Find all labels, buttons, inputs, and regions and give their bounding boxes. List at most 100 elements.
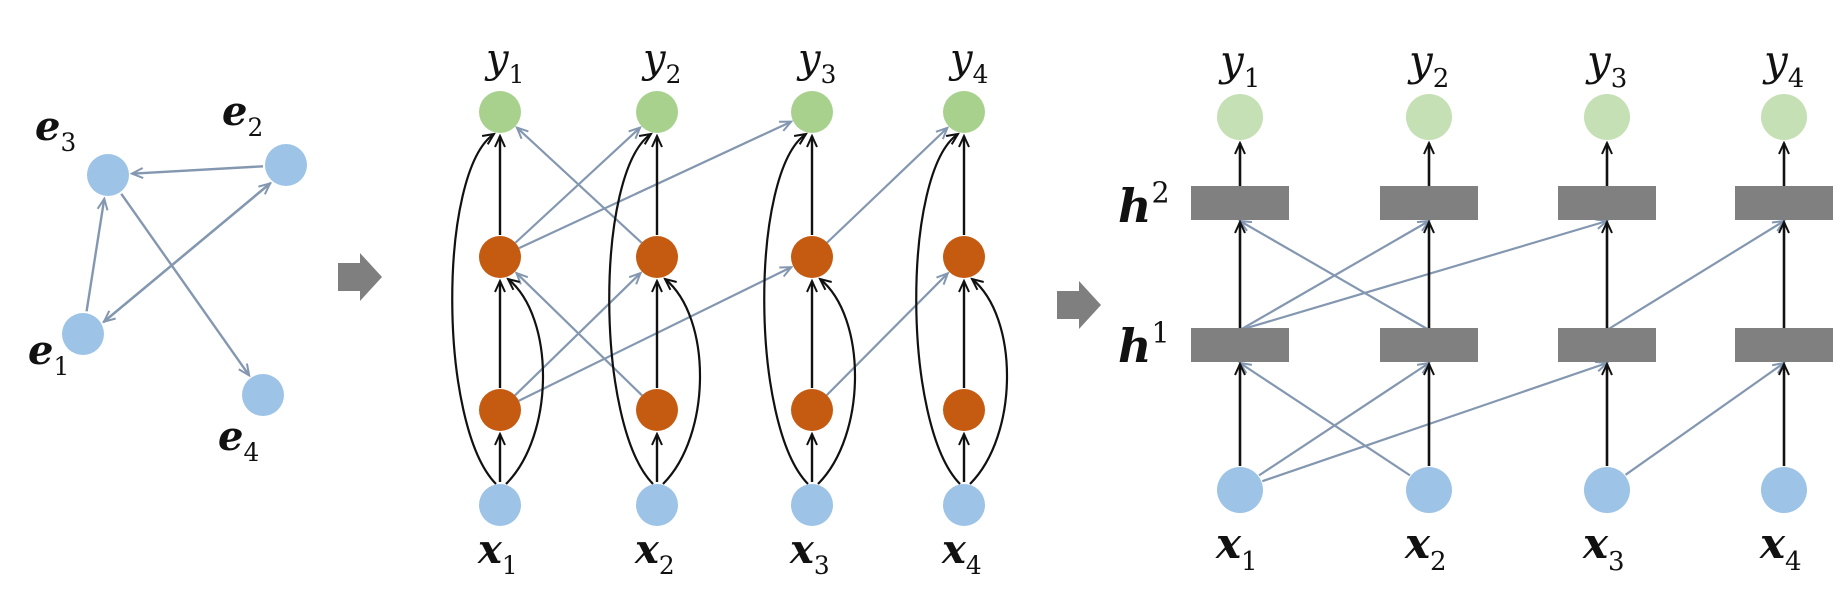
- hidden-layer-block: [1735, 328, 1833, 362]
- input-label: x3: [1582, 519, 1625, 577]
- graph-edge: [132, 165, 264, 173]
- dependency-edge: [517, 128, 643, 244]
- flow-arrow-shape: [1057, 281, 1101, 329]
- dependency-edge: [826, 128, 947, 244]
- skip-edge: [763, 134, 809, 485]
- hidden-node: [479, 236, 521, 278]
- input-label-base: x: [789, 526, 815, 573]
- skip-edge: [915, 134, 961, 485]
- input-label: x3: [789, 526, 830, 580]
- output-label-base: y: [1218, 36, 1245, 85]
- dependency-edge: [826, 273, 948, 396]
- hidden-node: [943, 389, 985, 431]
- input-label-subscript: 1: [502, 551, 518, 580]
- output-label-subscript: 1: [509, 60, 525, 89]
- graph-edge: [102, 183, 270, 324]
- hidden-layer-block: [1735, 186, 1833, 220]
- graph-node-e2: [265, 144, 307, 186]
- graph-node-label: e3: [35, 103, 76, 157]
- hidden-node: [791, 236, 833, 278]
- graph-node-e4: [242, 374, 284, 416]
- output-label-subscript: 3: [1611, 64, 1628, 94]
- output-node: [1406, 94, 1452, 140]
- hidden-node: [791, 389, 833, 431]
- input-label-base: x: [1404, 519, 1431, 568]
- flow-arrow-icon: [1057, 281, 1101, 329]
- output-label: y3: [1585, 36, 1627, 94]
- graph-node-label: e2: [222, 88, 263, 142]
- graph-node-e3: [87, 154, 129, 196]
- layer-label-h2-superscript: 2: [1151, 177, 1169, 210]
- graph-node-label-base: e: [222, 88, 247, 135]
- input-label-subscript: 4: [966, 551, 982, 580]
- input-label-base: x: [1215, 519, 1242, 568]
- dependency-edge: [1261, 363, 1607, 483]
- dependency-edge: [516, 273, 643, 397]
- input-label-base: x: [1582, 519, 1609, 568]
- output-label-subscript: 4: [1788, 64, 1805, 94]
- input-label-base: x: [634, 526, 660, 573]
- input-label: x1: [477, 526, 518, 580]
- input-label: x2: [634, 526, 675, 580]
- input-label-subscript: 1: [1241, 547, 1258, 577]
- input-label: x1: [1215, 519, 1258, 577]
- output-node: [636, 91, 678, 133]
- input-node: [479, 484, 521, 526]
- layer-label-h1: h1: [1118, 317, 1170, 373]
- output-label: y4: [948, 36, 988, 89]
- skip-edge: [451, 134, 497, 485]
- output-node: [943, 91, 985, 133]
- output-label-base: y: [1762, 36, 1789, 85]
- output-label-subscript: 4: [973, 60, 989, 89]
- dependency-edge: [1240, 221, 1430, 331]
- input-label-base: x: [1759, 519, 1786, 568]
- skip-edge: [817, 279, 857, 485]
- dependency-edge: [1606, 221, 1784, 331]
- hidden-layer-block: [1191, 328, 1289, 362]
- output-node: [791, 91, 833, 133]
- graph-node-label-base: e: [35, 103, 60, 150]
- dependency-edge: [518, 267, 791, 402]
- hidden-layer-block: [1558, 186, 1656, 220]
- input-label-subscript: 4: [1785, 547, 1802, 577]
- flow-arrow-shape: [338, 253, 382, 301]
- graph-edge: [120, 193, 249, 376]
- dependency-edge: [1624, 363, 1784, 476]
- graph-node-label: e1: [28, 327, 69, 381]
- input-label-subscript: 2: [1430, 547, 1447, 577]
- layer-label-h1-superscript: 1: [1151, 317, 1169, 350]
- hidden-layer-block: [1558, 328, 1656, 362]
- hidden-node: [636, 389, 678, 431]
- dependency-edge: [1239, 221, 1607, 332]
- skip-edge: [662, 279, 702, 485]
- output-label-subscript: 3: [821, 60, 837, 89]
- dependency-edge: [1240, 363, 1411, 477]
- dependency-edge: [518, 122, 791, 250]
- output-label: y2: [641, 36, 681, 89]
- input-label-subscript: 2: [659, 551, 675, 580]
- input-node: [791, 484, 833, 526]
- input-node: [1761, 467, 1807, 513]
- graph-node-label-subscript: 2: [247, 113, 263, 142]
- output-label-base: y: [1407, 36, 1434, 85]
- output-label: y1: [1218, 36, 1260, 94]
- output-label: y4: [1762, 36, 1804, 94]
- output-node: [1761, 94, 1807, 140]
- skip-edge: [969, 279, 1009, 485]
- output-node: [1584, 94, 1630, 140]
- output-label-base: y: [1585, 36, 1612, 85]
- skip-edge: [608, 134, 654, 485]
- graph-node-label: e4: [218, 413, 259, 467]
- layer-label-h2-base: h: [1118, 179, 1151, 233]
- output-label: y1: [484, 36, 524, 89]
- output-label: y3: [796, 36, 836, 89]
- dependency-edge: [1258, 363, 1429, 477]
- input-label-base: x: [941, 526, 967, 573]
- graph-node-label-base: e: [218, 413, 243, 460]
- graph-node-label-subscript: 1: [53, 352, 69, 381]
- graph-node-e1: [62, 313, 104, 355]
